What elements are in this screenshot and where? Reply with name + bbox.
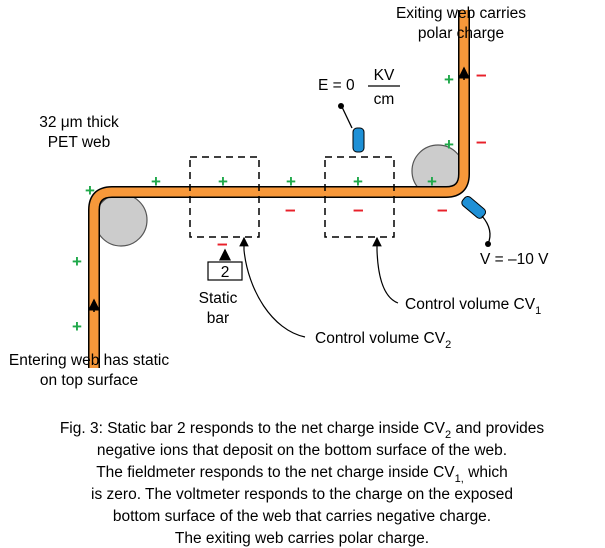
- control-volume-cv1-box: [324, 156, 395, 238]
- plus-charge: +: [72, 252, 82, 271]
- cv1-label: Control volume CV1: [405, 296, 541, 317]
- cv2-label: Control volume CV2: [315, 330, 451, 351]
- cv1-leader: [376, 249, 399, 304]
- pet-web-label: 32 μm thick: [39, 114, 119, 131]
- plus-charge: +: [85, 181, 95, 200]
- static-bar-label: bar: [207, 310, 229, 327]
- minus-charge: –: [476, 65, 487, 86]
- caption-line: Fig. 3: Static bar 2 responds to the net…: [60, 420, 545, 441]
- voltmeter-lead-dot: [485, 241, 491, 247]
- exiting-web-label: Exiting web carries: [396, 5, 526, 22]
- static-bar-label: Static: [199, 290, 238, 307]
- plus-charge: +: [444, 70, 454, 89]
- caption-line: The fieldmeter responds to the net charg…: [96, 464, 508, 485]
- plus-charge: +: [72, 317, 82, 336]
- exiting-web-label: polar charge: [418, 25, 504, 42]
- control-volume-cv2-box: [189, 156, 260, 238]
- caption-line: is zero. The voltmeter responds to the c…: [91, 486, 513, 503]
- entering-web-label: on top surface: [40, 372, 138, 389]
- caption-line: bottom surface of the web that carries n…: [113, 508, 491, 525]
- fieldmeter-probe: [352, 127, 365, 153]
- plus-charge: +: [286, 172, 296, 191]
- voltmeter-lead: [481, 215, 491, 245]
- figure-caption: Fig. 3: Static bar 2 responds to the net…: [60, 420, 545, 547]
- plus-charge: +: [353, 172, 363, 191]
- caption-line: The exiting web carries polar charge.: [175, 530, 429, 547]
- voltmeter-label: V = –10 V: [480, 251, 549, 268]
- static-bar-number: 2: [221, 264, 230, 281]
- plus-charge: +: [218, 172, 228, 191]
- plus-charge: +: [444, 135, 454, 154]
- plus-charge: +: [151, 172, 161, 191]
- field-units-numerator: KV: [374, 67, 395, 84]
- minus-charge: –: [217, 234, 228, 255]
- minus-charge: –: [353, 200, 364, 221]
- pet-web: [89, 10, 469, 368]
- left-roller: [94, 193, 148, 247]
- static-bar-box: [207, 261, 243, 281]
- cv2-leader: [243, 249, 306, 338]
- minus-charge: –: [285, 200, 296, 221]
- entering-web-label: Entering web has static: [9, 352, 170, 369]
- voltmeter-probe: [461, 195, 487, 219]
- minus-charge: –: [476, 132, 487, 153]
- fieldmeter-lead-dot: [338, 103, 344, 109]
- minus-charge: –: [437, 200, 448, 221]
- field-equation-prefix: E = 0: [318, 77, 355, 94]
- plus-charge: +: [427, 172, 437, 191]
- field-units-denominator: cm: [374, 91, 395, 108]
- caption-line: negative ions that deposit on the bottom…: [97, 442, 507, 459]
- pet-web-label: PET web: [48, 134, 111, 151]
- fieldmeter-lead: [341, 106, 353, 129]
